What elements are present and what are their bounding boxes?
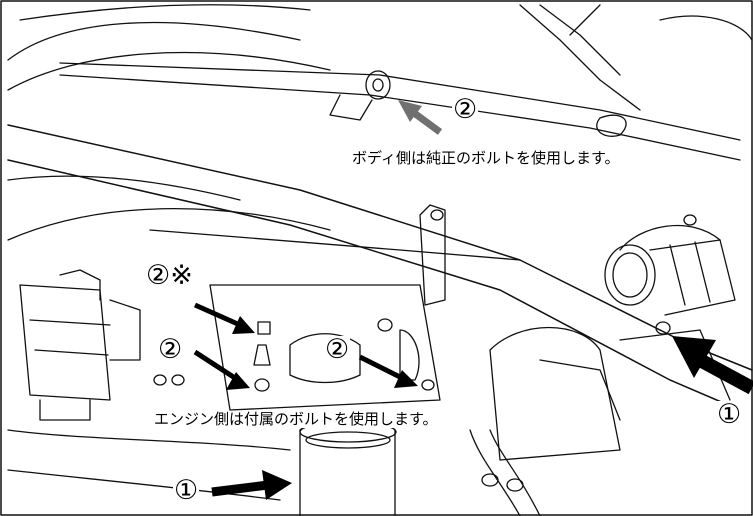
arrow-right xyxy=(672,336,753,395)
top-left-number-label: ②※ xyxy=(145,260,194,291)
intake-top-bolt xyxy=(683,214,697,226)
bottom-left-line xyxy=(7,429,291,451)
body-side-note: ボディ側は純正のボルトを使用します。 xyxy=(350,149,622,167)
engine-side-note: エンジン側は付属のボルトを使用します。 xyxy=(152,410,440,428)
lower-right-housing xyxy=(489,326,621,461)
main-strut-bottom xyxy=(7,159,741,411)
arrow-mid-left xyxy=(193,349,250,390)
top-right-mount xyxy=(596,114,627,137)
top-right-arm-2 xyxy=(539,4,621,76)
left-component-rib xyxy=(29,319,111,326)
lower-cable-2 xyxy=(489,429,541,516)
hood-curve xyxy=(7,21,301,61)
intake-ring xyxy=(604,244,656,306)
arrow-gray-top xyxy=(398,100,443,135)
strut-mount-top xyxy=(365,70,391,100)
cable-clip-2 xyxy=(506,478,524,492)
arrow-top-left xyxy=(193,302,255,334)
right-number-label: ① xyxy=(716,399,743,430)
hood-edge xyxy=(19,4,311,21)
left-bolt-2 xyxy=(171,374,185,386)
upper-strut-top xyxy=(59,62,741,141)
top-right-arm xyxy=(519,4,641,111)
bottom-number-label: ① xyxy=(173,475,200,506)
arrow-mid-center xyxy=(358,354,418,388)
left-component-side xyxy=(109,299,141,361)
intake-rib-1 xyxy=(669,244,686,306)
plate-hole-1 xyxy=(257,321,271,335)
left-component-top xyxy=(59,269,101,301)
plate-bolt-lower xyxy=(421,379,435,391)
top-right-rod xyxy=(569,4,601,36)
hood-curve-lower xyxy=(7,51,331,91)
plate-bolt-right xyxy=(377,318,393,332)
left-component-base xyxy=(39,399,91,421)
left-bolt-1 xyxy=(153,374,167,386)
lower-right-rib xyxy=(539,359,621,421)
strut-bracket xyxy=(329,94,373,121)
center-bracket-bolt xyxy=(430,209,444,221)
lower-cable-1 xyxy=(469,429,521,516)
mid-center-number-label: ② xyxy=(324,334,351,365)
left-component xyxy=(19,284,111,401)
lower-tube-rim-2 xyxy=(305,431,391,449)
plate-slot xyxy=(399,329,420,381)
left-component-rib-2 xyxy=(34,349,109,356)
lower-tube-right xyxy=(299,418,396,516)
intake-body xyxy=(649,239,736,316)
cable-clip xyxy=(481,473,499,487)
left-line-3 xyxy=(149,229,521,261)
plate-hole-2 xyxy=(253,344,271,366)
top-right-curve xyxy=(659,15,753,41)
intake-ring-inner xyxy=(612,252,648,298)
left-line-1 xyxy=(7,207,331,241)
left-line-2 xyxy=(7,175,241,201)
center-bracket xyxy=(419,204,446,306)
plate-cutout xyxy=(289,333,361,384)
intake-top xyxy=(619,224,721,251)
upper-strut-bottom xyxy=(59,74,741,161)
arrow-bottom xyxy=(211,470,292,500)
body-side-number-label: ② xyxy=(452,94,479,125)
mid-left-number-label: ② xyxy=(157,334,184,365)
intake-rib-2 xyxy=(694,241,711,303)
bottom-left-line-2 xyxy=(7,469,281,501)
strut-mount-bolt xyxy=(372,78,384,92)
plate-hole-3 xyxy=(254,378,270,392)
